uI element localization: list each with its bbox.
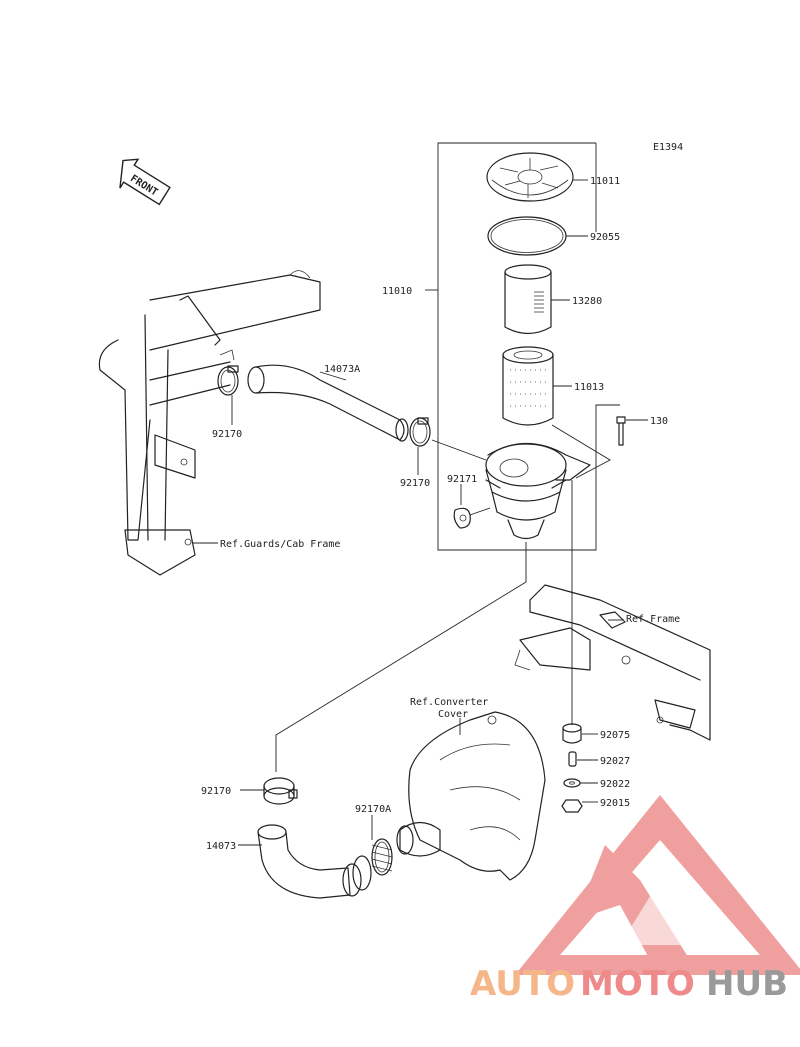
mount-92075 (562, 723, 582, 744)
ref-frame-label: Ref.Frame (626, 614, 680, 625)
hose-14073A (247, 364, 409, 442)
bolt-130 (616, 416, 626, 446)
front-arrow-icon: FRONT (119, 158, 171, 206)
label-92170A: 92170A (355, 804, 391, 815)
watermark-moto: MOTO (580, 964, 695, 1004)
watermark-logo (515, 795, 800, 975)
diagram-code: E1394 (653, 142, 683, 153)
label-11011: 11011 (590, 176, 620, 187)
label-92055: 92055 (590, 232, 620, 243)
main-frame (514, 584, 711, 741)
hose-14073 (257, 824, 372, 899)
ref-guards-label: Ref.Guards/Cab Frame (220, 539, 340, 550)
label-130: 130 (650, 416, 668, 427)
label-92170-left: 92170 (212, 429, 242, 440)
clamp-92171 (453, 507, 471, 529)
label-92170-middle: 92170 (400, 478, 430, 489)
cab-frame (98, 270, 321, 576)
hose-clamp-92170-left (217, 365, 239, 396)
washer-92022 (563, 778, 581, 788)
watermark-text: AUTO MOTO HUB (470, 964, 788, 1004)
hose-clamp-92170-lower (263, 777, 298, 805)
air-cleaner-housing (485, 442, 591, 540)
ref-converter-label-1: Ref.Converter (410, 697, 488, 708)
label-92075: 92075 (600, 730, 630, 741)
label-92170-lower: 92170 (201, 786, 231, 797)
nut-92015 (561, 799, 583, 813)
inner-element-13280 (504, 264, 552, 335)
o-ring-92055 (487, 216, 567, 256)
converter-cover (396, 711, 546, 881)
label-92022: 92022 (600, 779, 630, 790)
label-14073A: 14073A (324, 364, 360, 375)
cover-plate-11011 (486, 152, 574, 202)
label-14073: 14073 (206, 841, 236, 852)
watermark-auto: AUTO (470, 964, 575, 1004)
label-11013: 11013 (574, 382, 604, 393)
assembly-bracket (425, 142, 620, 551)
label-13280: 13280 (572, 296, 602, 307)
collar-92027 (568, 751, 577, 767)
hose-clamp-92170-middle (409, 417, 431, 447)
ref-converter-label-2: Cover (438, 709, 468, 720)
filter-element-11013 (502, 346, 554, 426)
label-92171: 92171 (447, 474, 477, 485)
hose-clamp-92170A (371, 838, 393, 876)
label-92015: 92015 (600, 798, 630, 809)
label-11010: 11010 (382, 286, 412, 297)
watermark-hub: HUB (706, 964, 788, 1004)
label-92027: 92027 (600, 756, 630, 767)
